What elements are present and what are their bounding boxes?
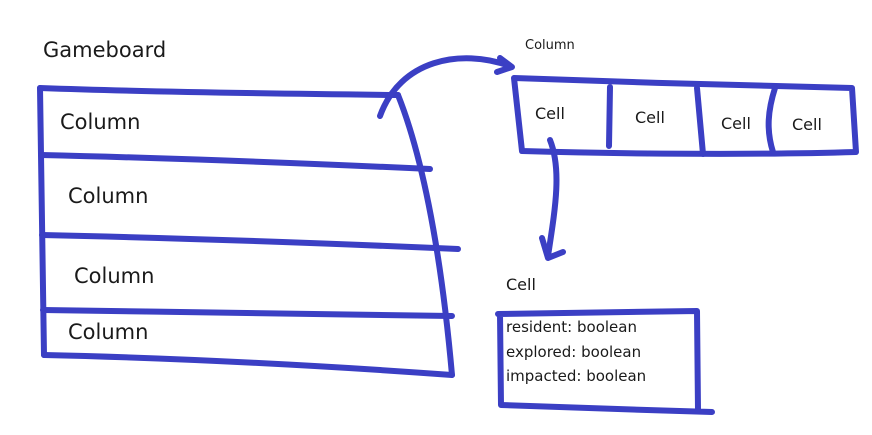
column-box-outline <box>511 75 859 157</box>
column-cell-label: Cell <box>792 115 822 134</box>
cell-detail-title: Cell <box>506 275 536 294</box>
gameboard-divider-1 <box>38 152 433 172</box>
arrow-head-cell <box>539 235 566 261</box>
cell-field-impacted: impacted: boolean <box>506 367 647 385</box>
arrow-column-to-cell <box>545 137 560 259</box>
cell-field-explored: explored: boolean <box>506 343 642 361</box>
column-cell-label: Cell <box>721 114 751 133</box>
gameboard-row-label: Column <box>74 264 155 288</box>
column-cell-divider-2 <box>694 85 706 157</box>
column-cell-divider-1 <box>606 84 613 149</box>
column-cell-label: Cell <box>635 108 665 127</box>
gameboard-top-edge <box>37 85 401 98</box>
gameboard-right-edge <box>395 92 455 378</box>
gameboard-bottom-edge <box>41 352 455 378</box>
arrow-head-column <box>494 55 515 75</box>
gameboard-row-label: Column <box>68 320 149 344</box>
column-detail-title: Column <box>525 38 575 53</box>
gameboard-title: Gameboard <box>43 38 167 62</box>
arrow-gameboard-to-column <box>377 55 513 119</box>
column-cell-divider-3 <box>765 85 778 155</box>
cell-field-resident: resident: boolean <box>506 318 637 336</box>
gameboard-row-label: Column <box>68 184 149 208</box>
cell-box-outline <box>495 308 715 415</box>
gameboard-divider-2 <box>39 232 461 252</box>
column-cell-label: Cell <box>535 104 565 123</box>
gameboard-row-label: Column <box>60 110 141 134</box>
gameboard-left-edge <box>37 85 47 358</box>
gameboard-divider-3 <box>40 307 455 319</box>
